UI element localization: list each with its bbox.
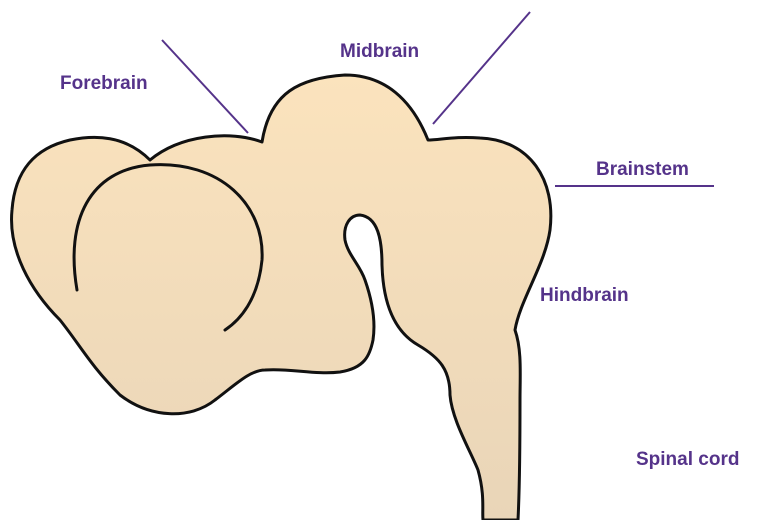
label-forebrain: Forebrain xyxy=(60,74,148,93)
label-brainstem: Brainstem xyxy=(596,160,689,179)
midbrain-leader-line xyxy=(433,12,530,124)
brain-outline xyxy=(12,75,551,520)
label-hindbrain: Hindbrain xyxy=(540,286,629,305)
forebrain-leader-line xyxy=(162,40,248,133)
label-spinal-cord: Spinal cord xyxy=(636,450,739,469)
label-midbrain: Midbrain xyxy=(340,42,419,61)
